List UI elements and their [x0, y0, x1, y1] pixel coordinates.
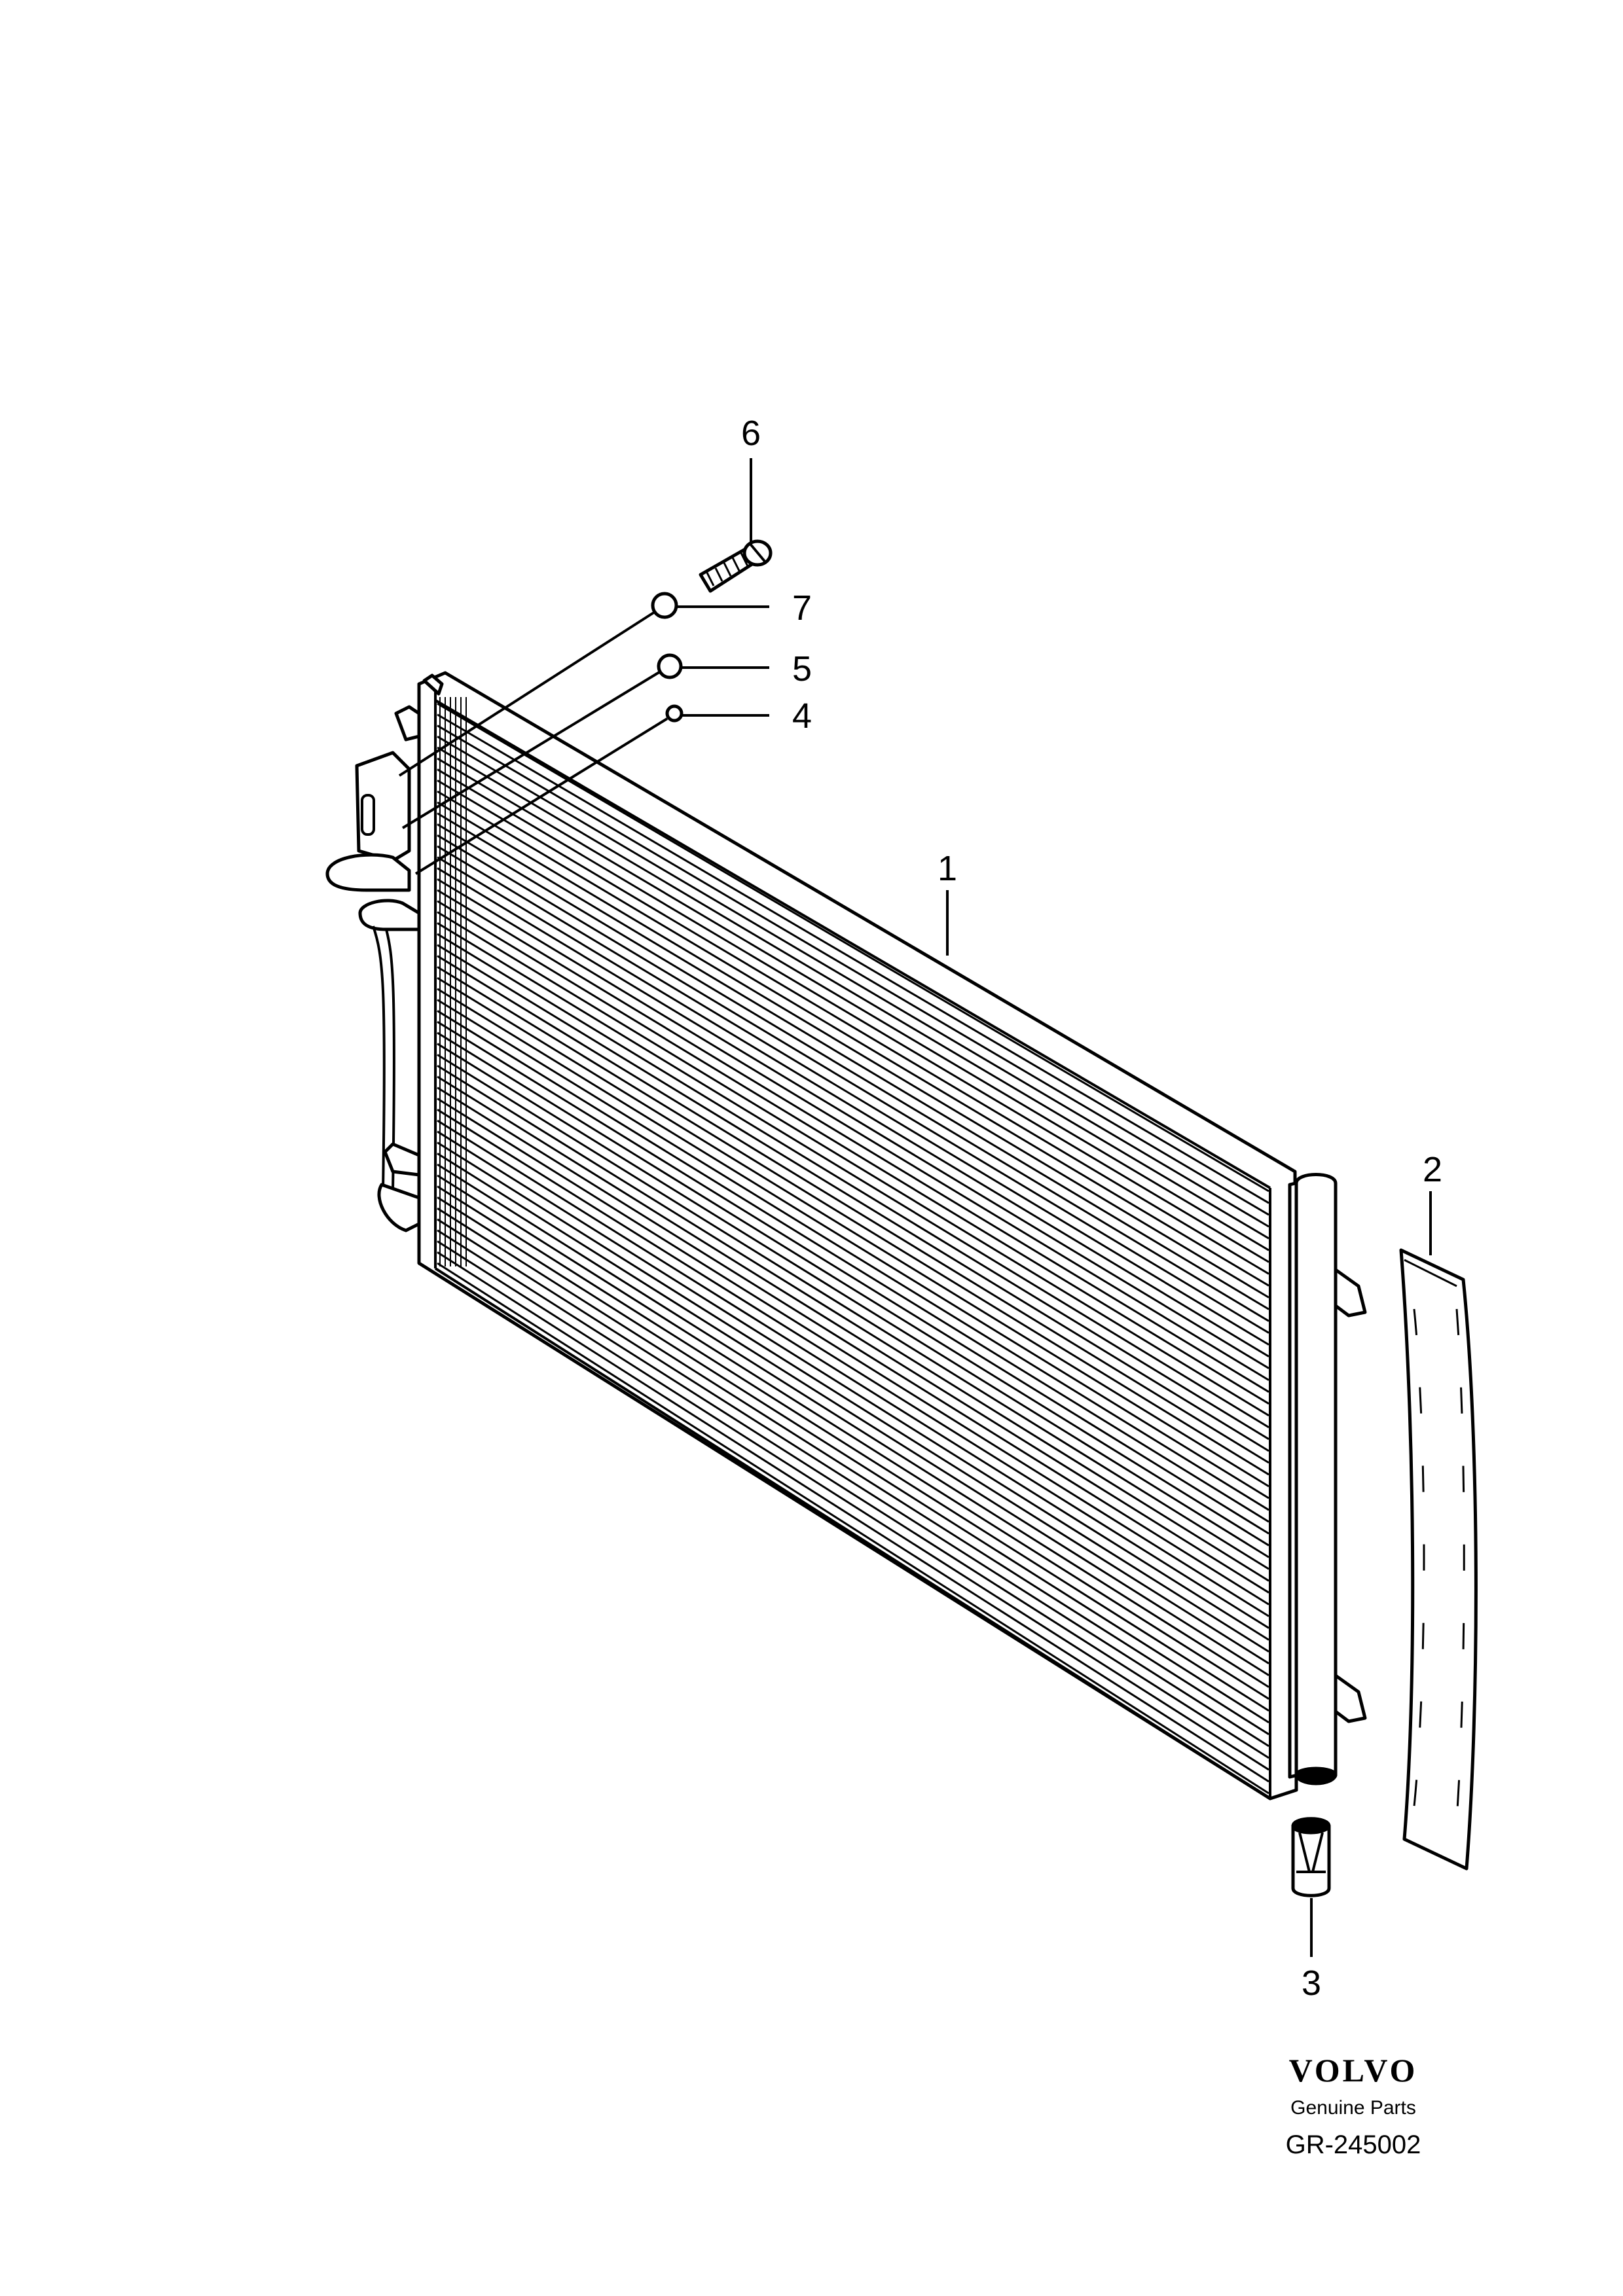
callout-7: 7: [792, 588, 812, 628]
callout-4: 4: [792, 696, 812, 736]
callout-1: 1: [938, 849, 957, 888]
callout-6: 6: [741, 414, 761, 453]
fin-line: [437, 1174, 1269, 1700]
fin-line: [437, 757, 1269, 1251]
fin-line: [437, 1109, 1269, 1629]
fin-line: [437, 1010, 1269, 1523]
fin-line: [437, 834, 1269, 1334]
fin-line: [437, 1043, 1269, 1558]
fin-line: [437, 1141, 1269, 1664]
fin-line: [437, 1075, 1269, 1594]
brand-tagline: Genuine Parts: [1290, 2097, 1416, 2119]
fin-line: [437, 1207, 1269, 1736]
fin-line: [437, 1262, 1269, 1795]
fin-line: [437, 702, 1269, 1193]
fin-line: [437, 1020, 1269, 1535]
fin-line: [437, 780, 1269, 1275]
fin-line: [437, 1163, 1269, 1688]
fin-line: [437, 801, 1269, 1299]
fin-line: [437, 1098, 1269, 1617]
fin-line: [437, 1119, 1269, 1641]
fin-line: [437, 736, 1269, 1228]
callout-2: 2: [1423, 1150, 1442, 1189]
part-2-panel: [1399, 1248, 1478, 1871]
fin-line: [437, 1031, 1269, 1547]
fin-line: [437, 900, 1269, 1405]
fin-line: [437, 856, 1269, 1357]
fin-line: [437, 944, 1269, 1452]
fin-line: [437, 1196, 1269, 1724]
callout-3: 3: [1302, 1964, 1321, 2003]
fin-line: [437, 999, 1269, 1511]
fin-line: [437, 790, 1269, 1287]
fin-line: [437, 845, 1269, 1346]
condenser-fins: [437, 697, 1269, 1795]
part-7-seal-ring: [651, 592, 678, 619]
fin-line: [437, 1251, 1269, 1783]
fin-line: [437, 713, 1269, 1204]
fin-line: [437, 1054, 1269, 1570]
fin-line: [437, 823, 1269, 1322]
brand-logo: VOLVO: [1289, 2052, 1418, 2089]
fin-line: [437, 1130, 1269, 1653]
leader-lines: [398, 458, 1432, 1957]
fin-line: [437, 889, 1269, 1393]
fin-line: [437, 812, 1269, 1310]
fin-line: [437, 1086, 1269, 1605]
diagram-reference: GR-245002: [1286, 2130, 1421, 2159]
callout-5: 5: [792, 649, 812, 689]
fin-line: [437, 1240, 1269, 1771]
fin-line: [437, 1185, 1269, 1712]
fin-line: [437, 867, 1269, 1369]
fin-line: [437, 922, 1269, 1429]
fin-line: [437, 988, 1269, 1499]
fin-line: [437, 911, 1269, 1417]
fin-line: [437, 768, 1269, 1263]
fin-line: [437, 933, 1269, 1441]
part-6-bolt: [699, 539, 773, 593]
condenser: [325, 671, 1367, 1801]
fin-line: [437, 1229, 1269, 1759]
part-4-seal-ring: [665, 704, 684, 723]
fin-line: [437, 725, 1269, 1216]
fin-line: [437, 1153, 1269, 1676]
fin-line: [437, 878, 1269, 1381]
fin-line: [437, 966, 1269, 1476]
fin-line: [437, 977, 1269, 1488]
part-3-plug: [1291, 1817, 1331, 1897]
fin-line: [437, 1218, 1269, 1748]
fin-line: [437, 1064, 1269, 1582]
part-5-seal-ring: [657, 653, 683, 679]
fin-line: [437, 955, 1269, 1464]
fin-line: [437, 746, 1269, 1240]
